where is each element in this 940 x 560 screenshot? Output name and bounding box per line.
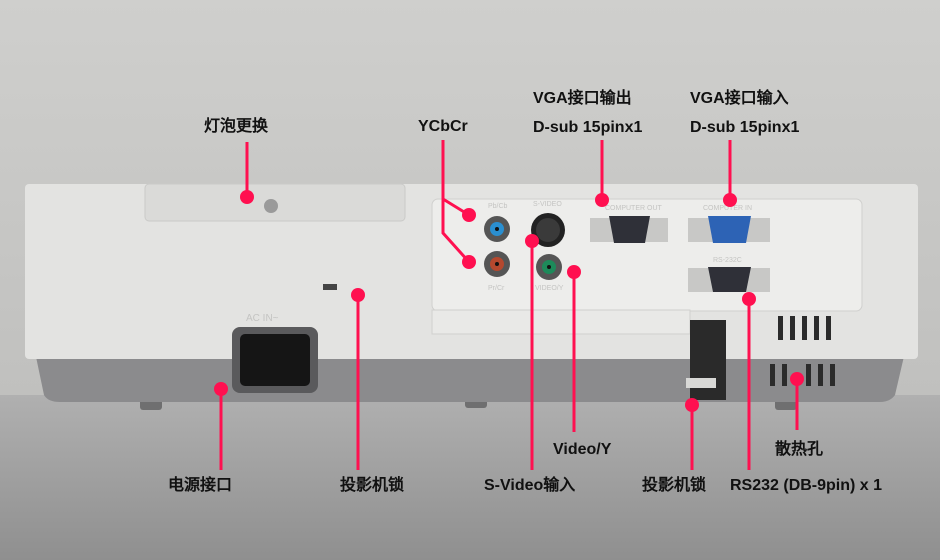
callout-vga-in-line2: D-sub 15pinx1 bbox=[690, 119, 800, 136]
print-computer-in: COMPUTER IN bbox=[703, 205, 752, 212]
callout-dots bbox=[214, 190, 804, 412]
print-ac-in: AC IN~ bbox=[246, 313, 279, 324]
print-pr-cr: Pr/Cr bbox=[488, 285, 505, 292]
callout-vent: 散热孔 bbox=[775, 441, 824, 458]
callout-power: 电源接口 bbox=[168, 477, 233, 494]
callout-ycbcr: YCbCr bbox=[418, 118, 468, 135]
print-pb-cb: Pb/Cb bbox=[488, 203, 508, 210]
callout-vga-in: VGA接口输入 D-sub 15pinx1 bbox=[690, 84, 799, 142]
callout-vga-out-line1: VGA接口输出 bbox=[533, 90, 632, 107]
callout-lock-left: 投影机锁 bbox=[340, 477, 405, 494]
callout-video-y: Video/Y bbox=[553, 441, 612, 458]
print-s-video: S-VIDEO bbox=[533, 201, 562, 208]
callout-vga-out-line2: D-sub 15pinx1 bbox=[533, 119, 643, 136]
callout-lamp-replacement: 灯泡更换 bbox=[204, 118, 269, 135]
callout-vga-in-line1: VGA接口输入 bbox=[690, 90, 789, 107]
print-video-y: VIDEO/Y bbox=[535, 285, 564, 292]
callout-svideo: S-Video输入 bbox=[484, 477, 576, 494]
lock-slot bbox=[323, 284, 337, 290]
print-computer-out: COMPUTER OUT bbox=[605, 205, 663, 212]
print-rs232c: RS-232C bbox=[713, 257, 742, 264]
lamp-screw bbox=[264, 199, 278, 213]
table-surface bbox=[0, 395, 940, 560]
callout-rs232: RS232 (DB-9pin) x 1 bbox=[730, 477, 883, 494]
vent-slots bbox=[770, 316, 835, 386]
callout-vga-out: VGA接口输出 D-sub 15pinx1 bbox=[533, 84, 642, 142]
callout-lock-right: 投影机锁 bbox=[642, 477, 707, 494]
